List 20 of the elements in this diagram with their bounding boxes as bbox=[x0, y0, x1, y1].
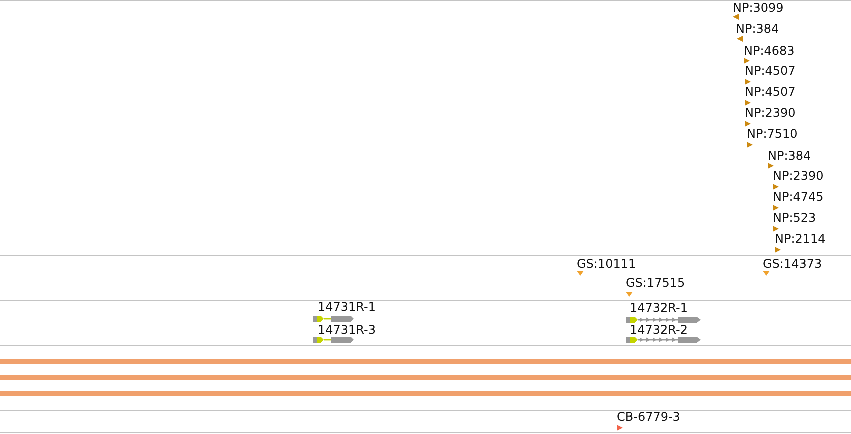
feature-label: NP:2390 bbox=[745, 106, 796, 120]
feature-label: NP:2390 bbox=[773, 169, 824, 183]
transcript-label: 14731R-3 bbox=[318, 323, 376, 337]
feature-label: NP:4745 bbox=[773, 190, 824, 204]
feature-label: CB-6779-3 bbox=[617, 410, 680, 424]
feature-label: GS:17515 bbox=[626, 276, 686, 290]
transcript-label: 14731R-1 bbox=[318, 300, 376, 314]
feature-label: GS:10111 bbox=[577, 257, 636, 271]
feature-label: NP:2114 bbox=[775, 232, 826, 246]
feature-label: NP:4507 bbox=[745, 85, 796, 99]
feature-label: NP:4683 bbox=[744, 44, 795, 58]
feature-label: NP:4507 bbox=[745, 64, 796, 78]
feature-label: NP:384 bbox=[768, 149, 812, 163]
feature-label: NP:523 bbox=[773, 211, 816, 225]
feature-label: NP:7510 bbox=[747, 127, 798, 141]
feature-label: GS:14373 bbox=[763, 257, 822, 271]
feature-label: NP:384 bbox=[736, 22, 780, 36]
feature-label: NP:3099 bbox=[733, 1, 784, 15]
transcript-label: 14732R-2 bbox=[630, 323, 688, 337]
transcript-label: 14732R-1 bbox=[630, 301, 688, 315]
